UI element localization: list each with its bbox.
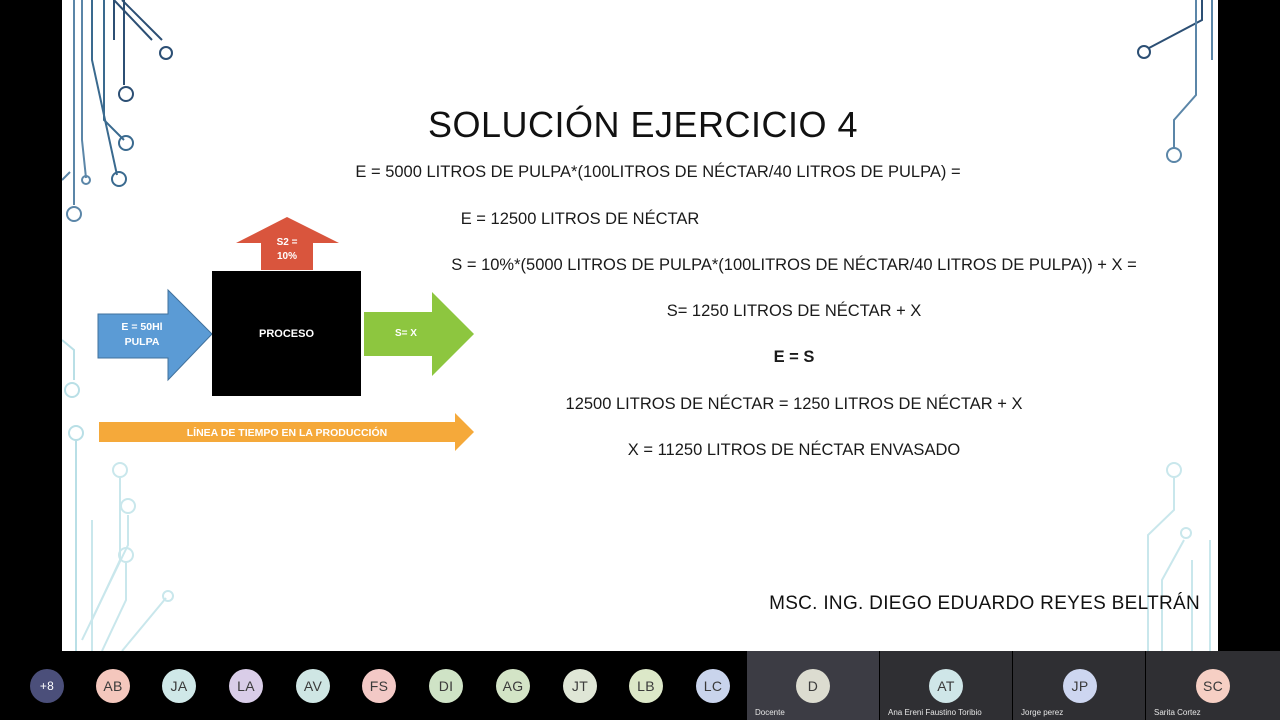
participant-avatar-lc[interactable]: LC (696, 669, 730, 703)
more-participants-button[interactable]: +8 (30, 669, 64, 703)
equation-line-2: E = 12500 LITROS DE NÉCTAR (460, 210, 700, 228)
participant-avatar-fs[interactable]: FS (362, 669, 396, 703)
output-arrow (364, 292, 474, 376)
timeline-label: LÍNEA DE TIEMPO EN LA PRODUCCIÓN (186, 427, 388, 439)
tile-avatar-jp: JP (1063, 669, 1097, 703)
tile-avatar-at: AT (929, 669, 963, 703)
equation-line-5: E = S (773, 348, 815, 366)
input-arrow-label: E = 50Hl PULPA (106, 320, 178, 349)
equation-line-4: S= 1250 LITROS DE NÉCTAR + X (666, 302, 922, 320)
loss-label-line2: 10% (276, 250, 297, 262)
video-tile-jorge[interactable]: JP Jorge perez (1013, 651, 1145, 720)
equation-line-7: X = 11250 LITROS DE NÉCTAR ENVASADO (627, 441, 961, 459)
participant-avatar-jt[interactable]: JT (563, 669, 597, 703)
input-arrow (97, 288, 213, 382)
tile-name-sarita: Sarita Cortez (1154, 708, 1201, 717)
input-label-line1: E = 50Hl (121, 321, 163, 333)
slide-title: SOLUCIÓN EJERCICIO 4 (428, 104, 859, 145)
video-tile-ana[interactable]: AT Ana Ereni Faustino Toribio (880, 651, 1012, 720)
participant-avatar-av[interactable]: AV (296, 669, 330, 703)
loss-label-line1: S2 = (276, 237, 298, 248)
process-diagram (97, 217, 474, 451)
participants-bar: +8 AB JA LA AV FS DI AG JT LB LC D Docen… (0, 651, 1280, 720)
tile-avatar-sc: SC (1196, 669, 1230, 703)
participant-avatar-di[interactable]: DI (429, 669, 463, 703)
participant-avatar-ab[interactable]: AB (96, 669, 130, 703)
tile-name-ana: Ana Ereni Faustino Toribio (888, 708, 982, 717)
participant-avatar-ag[interactable]: AG (496, 669, 530, 703)
circuit-decoration (62, 0, 1213, 651)
tile-name-docente: Docente (755, 708, 785, 717)
tile-avatar-d: D (796, 669, 830, 703)
loss-label: S2 = 10% (261, 236, 313, 263)
equation-line-3: S = 10%*(5000 LITROS DE PULPA*(100LITROS… (451, 256, 1137, 274)
participant-avatar-lb[interactable]: LB (629, 669, 663, 703)
process-label: PROCESO (258, 328, 314, 340)
output-label: S= X (395, 328, 417, 339)
presentation-slide: SOLUCIÓN EJERCICIO 4 E = 5000 LITROS DE … (62, 0, 1218, 651)
equation-line-6: 12500 LITROS DE NÉCTAR = 1250 LITROS DE … (565, 395, 1023, 413)
input-label-line2: PULPA (124, 335, 160, 348)
author-name: MSC. ING. DIEGO EDUARDO REYES BELTRÁN (769, 593, 1200, 614)
loss-arrow-stem (261, 242, 313, 270)
process-box (212, 271, 361, 396)
tile-name-jorge: Jorge perez (1021, 708, 1064, 717)
participant-avatar-ja[interactable]: JA (162, 669, 196, 703)
timeline-arrow (99, 413, 474, 451)
video-tile-docente[interactable]: D Docente (747, 651, 879, 720)
video-tile-sarita[interactable]: SC Sarita Cortez (1146, 651, 1280, 720)
equation-line-1: E = 5000 LITROS DE PULPA*(100LITROS DE N… (355, 163, 961, 181)
participant-avatar-la[interactable]: LA (229, 669, 263, 703)
